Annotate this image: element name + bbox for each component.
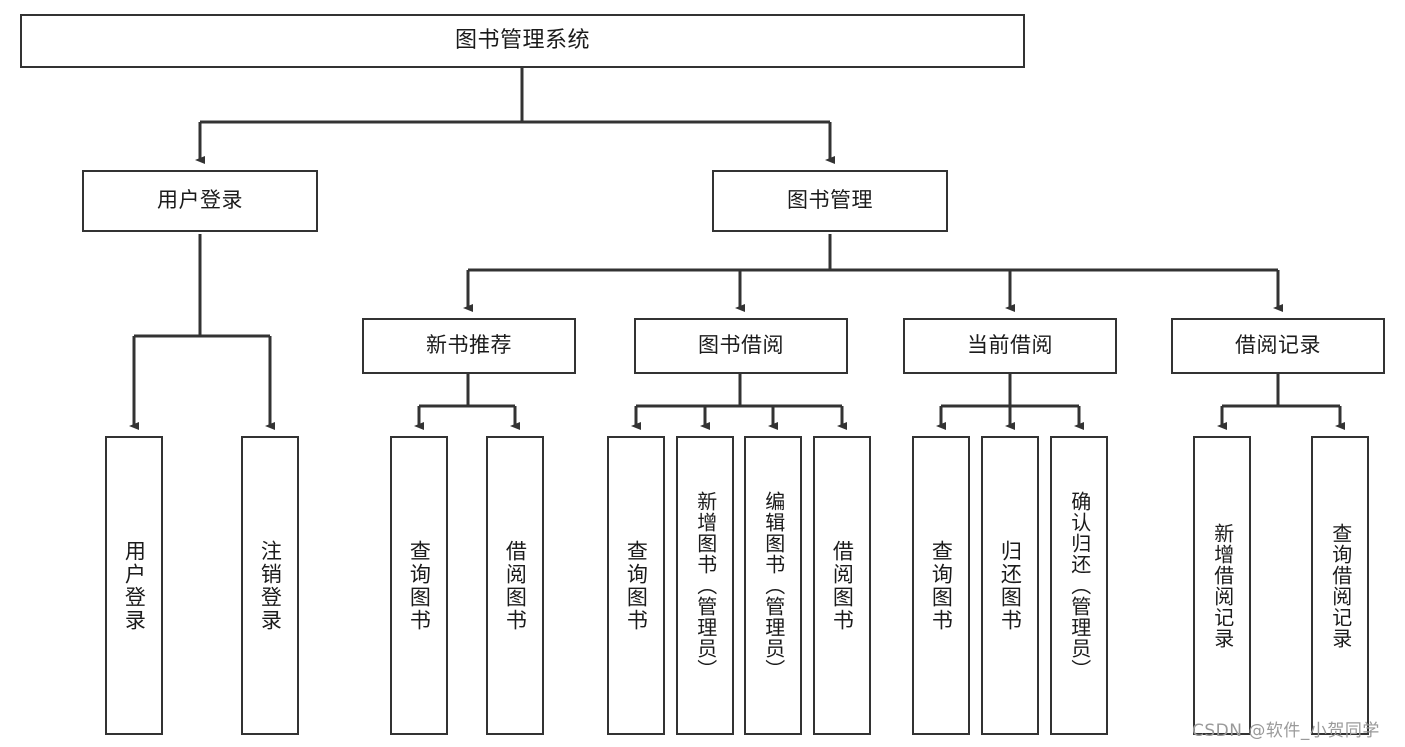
node-leaf-user-login-logout[interactable]: 注销登录 — [241, 436, 299, 735]
node-leaf-current-confirm-return[interactable]: 确认归还（管理员） — [1050, 436, 1108, 735]
node-leaf-borrow-borrow-book[interactable]: 借阅图书 — [813, 436, 871, 735]
node-user-login-label: 用户登录 — [157, 188, 243, 213]
node-leaf-borrow-edit-book[interactable]: 编辑图书（管理员） — [744, 436, 802, 735]
node-book-borrow-label: 图书借阅 — [698, 333, 784, 358]
node-leaf-label: 查询借阅记录 — [1328, 522, 1353, 649]
node-leaf-label: 新增图书（管理员） — [693, 491, 718, 680]
node-borrow-record-label: 借阅记录 — [1235, 333, 1321, 358]
node-leaf-current-return-book[interactable]: 归还图书 — [981, 436, 1039, 735]
node-borrow-record[interactable]: 借阅记录 — [1171, 318, 1385, 374]
node-leaf-label: 借阅图书 — [503, 539, 528, 632]
node-new-book-recommend-label: 新书推荐 — [426, 333, 512, 358]
node-leaf-label: 用户登录 — [122, 539, 147, 632]
node-leaf-label: 查询图书 — [929, 539, 954, 632]
node-leaf-user-login-login[interactable]: 用户登录 — [105, 436, 163, 735]
node-leaf-label: 查询图书 — [407, 539, 432, 632]
node-leaf-label: 新增借阅记录 — [1210, 522, 1235, 649]
node-user-login[interactable]: 用户登录 — [82, 170, 318, 232]
node-leaf-record-query[interactable]: 查询借阅记录 — [1311, 436, 1369, 735]
node-root-label: 图书管理系统 — [454, 27, 590, 53]
node-book-management[interactable]: 图书管理 — [712, 170, 948, 232]
node-leaf-label: 确认归还（管理员） — [1067, 491, 1092, 680]
node-leaf-record-add[interactable]: 新增借阅记录 — [1193, 436, 1251, 735]
node-current-borrow[interactable]: 当前借阅 — [903, 318, 1117, 374]
node-current-borrow-label: 当前借阅 — [967, 333, 1053, 358]
watermark: CSDN @软件_小贺同学 — [1192, 721, 1380, 741]
node-book-borrow[interactable]: 图书借阅 — [634, 318, 848, 374]
node-book-management-label: 图书管理 — [787, 188, 873, 213]
node-leaf-borrow-add-book[interactable]: 新增图书（管理员） — [676, 436, 734, 735]
node-leaf-label: 借阅图书 — [830, 539, 855, 632]
node-leaf-label: 编辑图书（管理员） — [761, 491, 786, 680]
node-leaf-new-book-query[interactable]: 查询图书 — [390, 436, 448, 735]
node-leaf-label: 查询图书 — [624, 539, 649, 632]
node-new-book-recommend[interactable]: 新书推荐 — [362, 318, 576, 374]
node-leaf-label: 注销登录 — [258, 539, 283, 632]
node-leaf-new-book-borrow[interactable]: 借阅图书 — [486, 436, 544, 735]
node-leaf-label: 归还图书 — [998, 539, 1023, 632]
node-root[interactable]: 图书管理系统 — [20, 14, 1025, 68]
node-leaf-current-query-book[interactable]: 查询图书 — [912, 436, 970, 735]
node-leaf-borrow-query-book[interactable]: 查询图书 — [607, 436, 665, 735]
